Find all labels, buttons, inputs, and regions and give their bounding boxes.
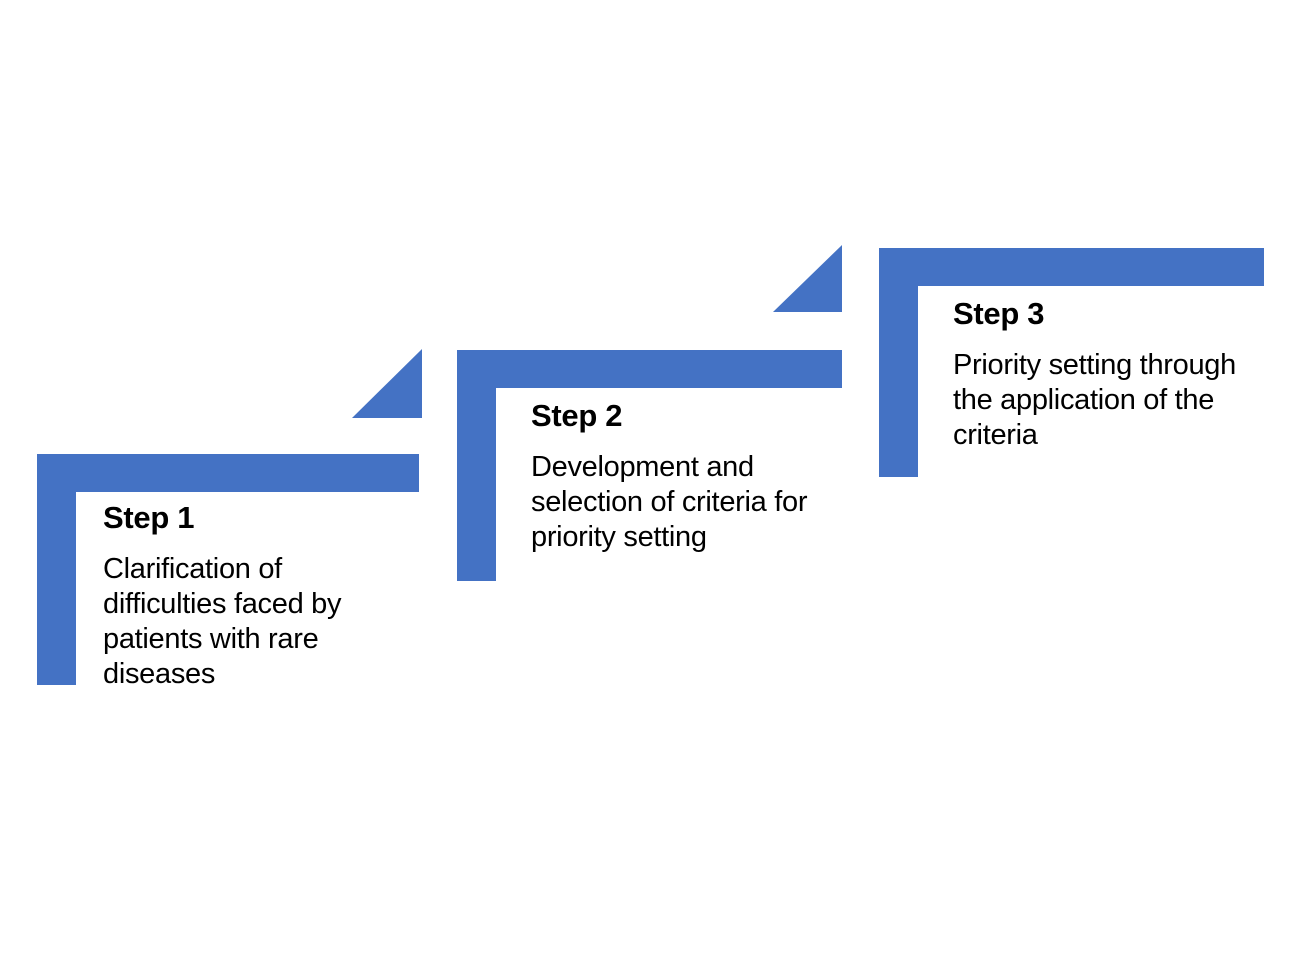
step-3-vertical-bar (879, 248, 918, 477)
connector-triangle-2-icon (773, 245, 842, 312)
step-3-horizontal-bar (879, 248, 1264, 286)
step-3-title: Step 3 (953, 296, 1045, 331)
step-3-description: Priority setting through the application… (953, 349, 1236, 451)
step-2-horizontal-bar (457, 350, 842, 388)
step-2-vertical-bar (457, 350, 496, 581)
step-1-title: Step 1 (103, 500, 195, 535)
step-3-text-block: Step 3 Priority setting through the appl… (953, 293, 1259, 453)
step-1-text-block: Step 1 Clarification of difficulties fac… (103, 497, 365, 692)
connector-triangle-1-icon (352, 349, 422, 418)
step-2-text-block: Step 2 Development and selection of crit… (531, 395, 829, 555)
step-1-description: Clarification of difficulties faced by p… (103, 553, 342, 690)
step-1-horizontal-bar (37, 454, 419, 492)
step-1-vertical-bar (37, 454, 76, 685)
step-2-description: Development and selection of criteria fo… (531, 451, 808, 553)
step-2-title: Step 2 (531, 398, 623, 433)
